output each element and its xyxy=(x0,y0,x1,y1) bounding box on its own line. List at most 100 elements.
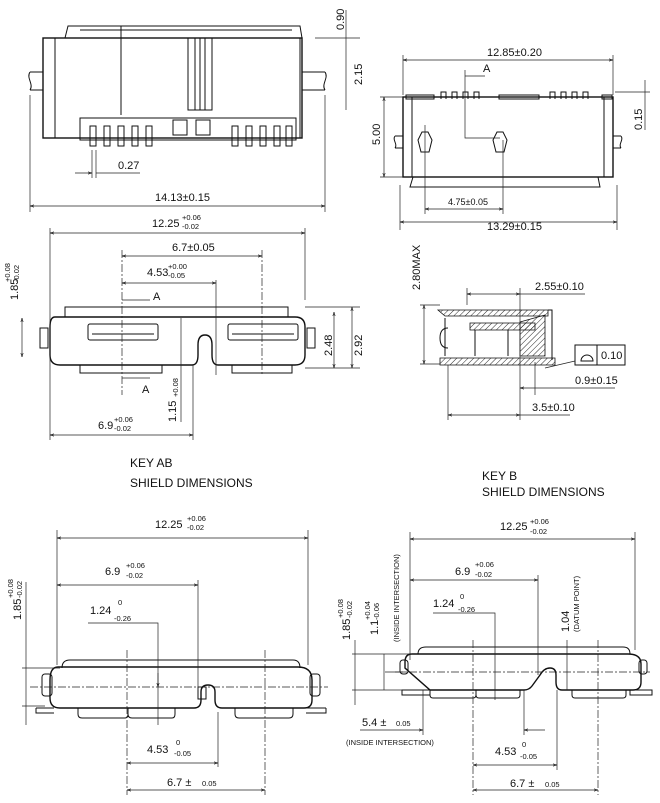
tol-plus: 0 xyxy=(460,592,464,601)
side-view: 0.27 14.13±0.15 0.90 2.15 xyxy=(28,9,365,212)
dim-front-width: 12.25 xyxy=(152,218,180,230)
dim-top-width: 12.85±0.20 xyxy=(487,47,542,59)
tol-plus: 0 xyxy=(118,598,122,607)
tol-plus: +0.06 xyxy=(475,560,494,569)
dim-top-pitch: 4.75±0.05 xyxy=(448,197,488,207)
dim-front-height: 1.85 xyxy=(9,279,21,300)
tol-minus: -0.02 xyxy=(126,571,143,580)
tol-plus: +0.08 xyxy=(336,599,345,618)
key-ab-dim-half: 4.53 xyxy=(147,744,168,756)
section-hatched-body xyxy=(519,314,546,357)
tol-minus: -0.05 xyxy=(168,271,185,280)
side-view-top-shell xyxy=(64,25,303,39)
front-section-mark-top: A xyxy=(153,291,161,303)
key-b-title: KEY B xyxy=(482,469,517,483)
tol-value: 0.05 xyxy=(396,719,411,728)
dim-pin-width: 0.27 xyxy=(118,160,139,172)
tol-value: 0.05 xyxy=(202,779,217,788)
key-ab-dim-height: 1.85 xyxy=(12,599,24,620)
tol-plus: +0.06 xyxy=(126,561,145,570)
key-ab-dim-width: 12.25 xyxy=(155,519,183,531)
key-b-dim-centers: 6.7 ± xyxy=(510,778,534,790)
tol-minus: -0.26 xyxy=(458,605,475,614)
tol-minus: -0.02 xyxy=(187,523,204,532)
front-view: 12.25 +0.06 -0.02 6.7±0.05 4.53 +0.00 -0… xyxy=(3,213,365,440)
tol-minus: -0.02 xyxy=(182,222,199,231)
dim-top-offset: 0.15 xyxy=(633,109,645,130)
front-port-right xyxy=(227,323,299,341)
key-b-dim-keypos: 6.9 xyxy=(455,566,470,578)
flatness-callout: 0.10 xyxy=(544,344,626,369)
key-b-datum-note: (DATUM POINT) xyxy=(572,575,581,632)
dim-front-inner: 2.48 xyxy=(323,335,335,356)
dim-front-half: 4.53 xyxy=(147,267,168,279)
tol-minus: -0.02 xyxy=(475,570,492,579)
key-b-dim-half: 4.53 xyxy=(495,746,516,758)
top-view-contacts xyxy=(440,91,589,99)
tol-minus: -0.05 xyxy=(174,749,191,758)
key-ab-dim-keyw: 1.24 xyxy=(90,605,111,617)
key-b-dim-height: 1.85 xyxy=(341,619,353,640)
dim-side-top: 0.90 xyxy=(335,9,347,30)
dim-top-depth: 5.00 xyxy=(371,124,383,145)
tol-minus: -0.26 xyxy=(114,614,131,623)
dim-side-height: 2.15 xyxy=(353,64,365,85)
key-b-dim-width: 12.25 xyxy=(500,521,528,533)
tol-minus: -0.02 xyxy=(114,424,131,433)
top-view: A 12.85±0.20 5.00 0.15 4.75±0.05 13.29±0… xyxy=(371,47,650,233)
flatness-value: 0.10 xyxy=(601,350,622,362)
top-view-body xyxy=(402,96,614,178)
dim-top-overall: 13.29±0.15 xyxy=(487,221,542,233)
key-b-dim-inside: 1.1 xyxy=(369,620,381,635)
tol-minus: -0.02 xyxy=(530,527,547,536)
key-b-view: KEY B SHIELD DIMENSIONS 12.25 +0.06 -0.0… xyxy=(336,469,653,795)
key-b-bevel-note: (INSIDE INTERSECTION) xyxy=(346,738,434,747)
profile-tolerance-icon xyxy=(580,354,594,362)
dim-section-length: 3.5±0.10 xyxy=(532,402,575,414)
dim-side-width: 14.13±0.15 xyxy=(155,192,210,204)
tol-plus: 0 xyxy=(176,738,180,747)
tol-minus: -0.05 xyxy=(520,752,537,761)
front-port-left xyxy=(87,323,159,341)
side-view-body xyxy=(42,37,303,139)
dim-section-tail: 0.9±0.15 xyxy=(575,375,618,387)
key-b-inside-note: (INSIDE INTERSECTION) xyxy=(392,554,401,642)
dim-section-height: 2.80MAX xyxy=(411,244,423,290)
side-view-right-tab xyxy=(302,71,327,91)
key-b-dim-datum: 1.04 xyxy=(560,611,572,632)
top-section-mark: A xyxy=(483,63,491,75)
key-ab-dim-keypos: 6.9 xyxy=(105,566,120,578)
tol-plus: +0.08 xyxy=(3,263,12,282)
dim-front-key: 1.15 xyxy=(167,401,179,422)
tol-minus: -0.02 xyxy=(12,265,21,282)
front-view-shell xyxy=(49,316,306,366)
tol-plus: +0.04 xyxy=(363,601,372,620)
tol-plus: +0.00 xyxy=(168,262,187,271)
key-b-dim-bevel: 5.4 ± xyxy=(362,717,386,729)
top-view-peg-center xyxy=(492,131,508,153)
key-ab-dim-centers: 6.7 ± xyxy=(167,777,191,789)
tol-plus: +0.06 xyxy=(182,213,201,222)
dim-front-centers: 6.7±0.05 xyxy=(172,242,215,254)
dim-front-outer: 2.92 xyxy=(353,335,365,356)
tol-plus: +0.06 xyxy=(187,514,206,523)
tol-minus: -0.06 xyxy=(372,603,381,620)
side-view-left-tab xyxy=(28,71,43,91)
key-ab-shell xyxy=(49,666,313,709)
key-b-subtitle: SHIELD DIMENSIONS xyxy=(482,485,605,499)
tol-plus: +0.08 xyxy=(171,378,180,397)
key-b-dim-keyw: 1.24 xyxy=(433,598,454,610)
tol-value: 0.05 xyxy=(545,780,560,789)
dim-front-keypos: 6.9 xyxy=(98,420,113,432)
key-ab-title: KEY AB xyxy=(130,456,172,470)
dim-section-depth: 2.55±0.10 xyxy=(535,281,584,293)
key-ab-view: KEY AB SHIELD DIMENSIONS 12.25 +0.06 -0.… xyxy=(6,456,328,795)
tol-plus: 0 xyxy=(522,740,526,749)
tol-minus: -0.02 xyxy=(345,601,354,618)
side-view-pins xyxy=(89,119,293,147)
tol-minus: -0.02 xyxy=(15,581,24,598)
tol-plus: +0.06 xyxy=(114,415,133,424)
top-view-peg-left xyxy=(417,131,433,153)
